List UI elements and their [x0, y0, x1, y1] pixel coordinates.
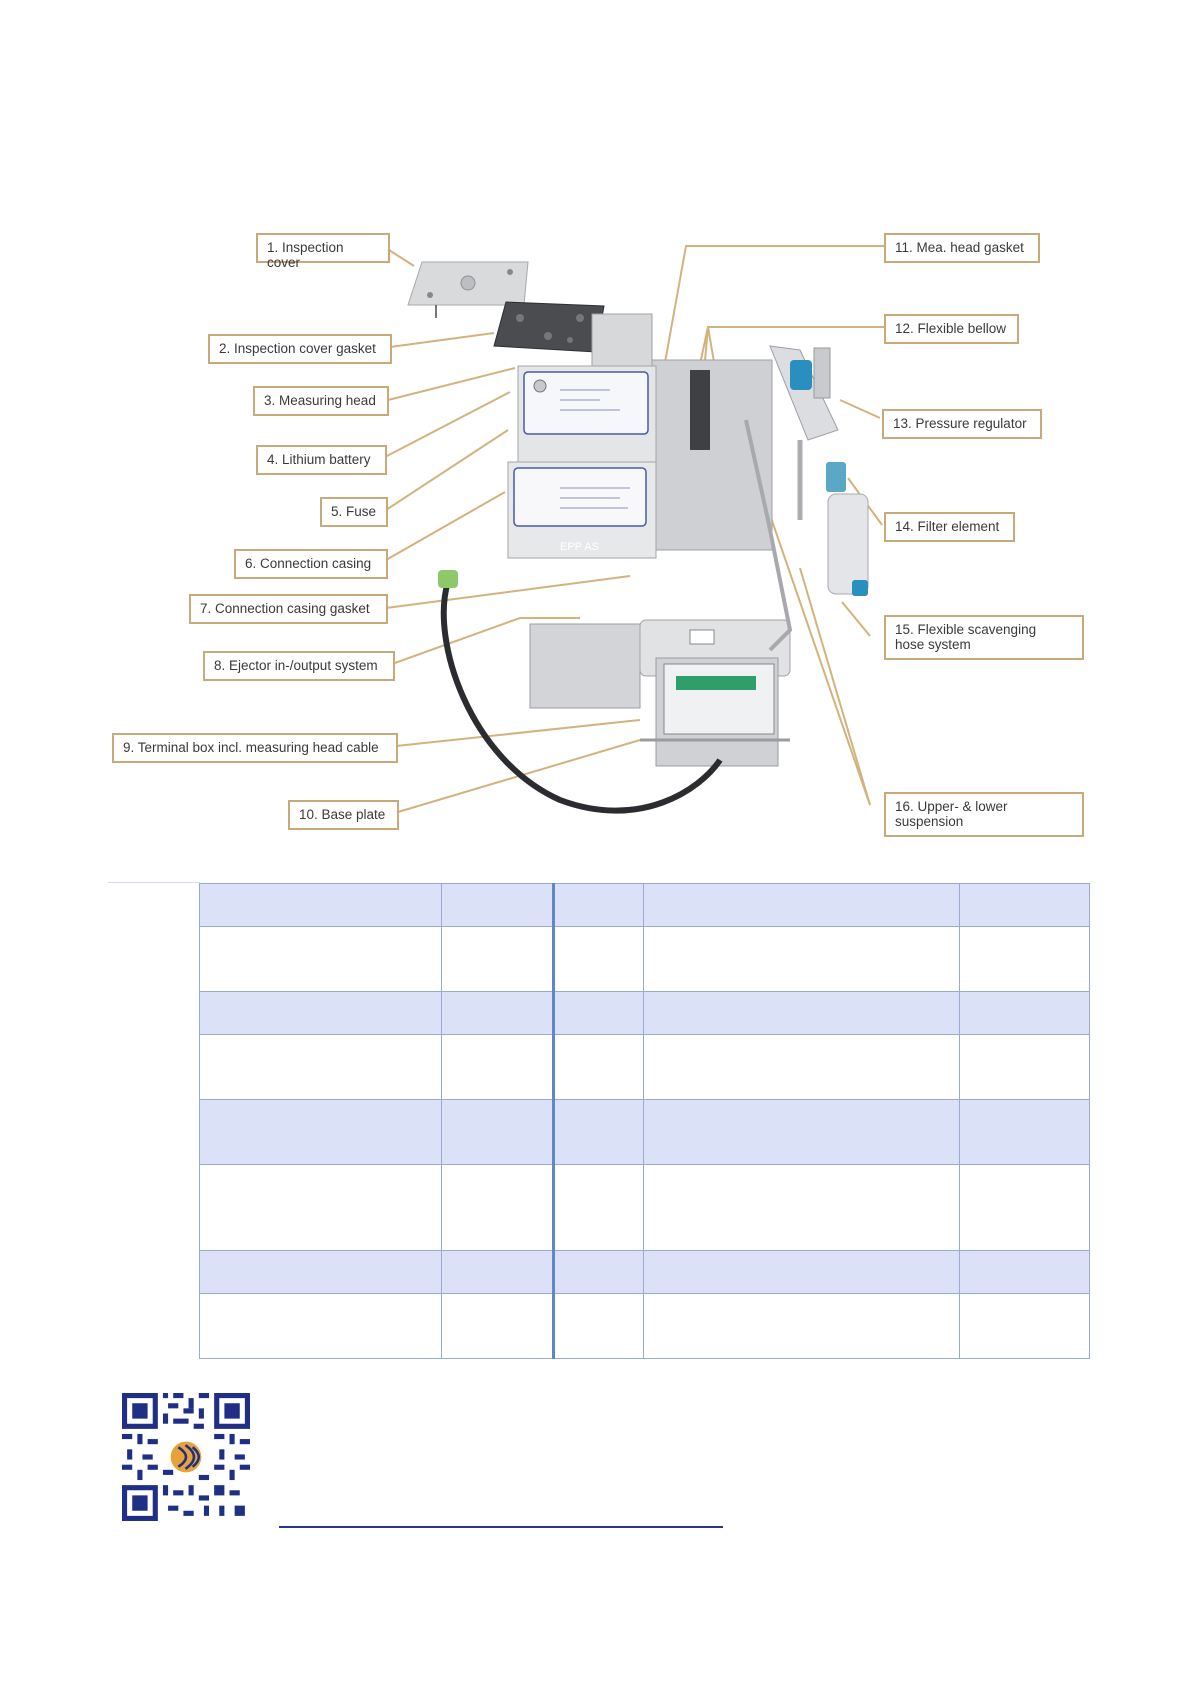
label-flexible-scavenging-hose: 15. Flexible scavenging hose system [884, 615, 1084, 660]
connection-casing-part: EPP AS [507, 461, 657, 559]
label-ejector-system: 8. Ejector in-/output system [203, 651, 395, 681]
table-row [199, 1250, 1090, 1294]
label-lithium-battery: 4. Lithium battery [256, 445, 387, 475]
gasket-part [493, 301, 605, 353]
label-pressure-regulator: 13. Pressure regulator [882, 409, 1042, 439]
label-connection-casing: 6. Connection casing [234, 549, 388, 579]
pressure-regulator-part [769, 345, 839, 520]
parts-table [199, 883, 1090, 1359]
filter-element-part [826, 462, 869, 596]
epp-mark: EPP AS [560, 541, 599, 553]
flexible-hose-part [744, 419, 793, 652]
table-row [199, 1099, 1090, 1165]
label-inspection-cover: 1. Inspection cover [256, 233, 390, 270]
exploded-parts-diagram: EPP AS 1. In [112, 233, 1084, 837]
measuring-head-part [517, 365, 657, 463]
label-mea-head-gasket: 11. Mea. head gasket [884, 233, 1040, 263]
label-filter-element: 14. Filter element [884, 512, 1015, 542]
table-row [199, 991, 1090, 1035]
table-row [199, 926, 1090, 992]
diagram-illustration: EPP AS [384, 245, 884, 814]
table-row [199, 1034, 1090, 1100]
label-flexible-bellow: 12. Flexible bellow [884, 314, 1019, 344]
label-terminal-box: 9. Terminal box incl. measuring head cab… [112, 733, 398, 763]
label-connection-casing-gasket: 7. Connection casing gasket [189, 594, 388, 624]
label-base-plate: 10. Base plate [288, 800, 399, 830]
inspection-cover-part [407, 261, 529, 318]
label-fuse: 5. Fuse [320, 497, 388, 527]
table-top-rule [108, 882, 200, 883]
label-inspection-cover-gasket: 2. Inspection cover gasket [208, 334, 392, 364]
table-row [199, 883, 1090, 927]
table-row [199, 1293, 1090, 1359]
base-plate-part [438, 570, 791, 814]
label-upper-lower-suspension: 16. Upper- & lower suspension [884, 792, 1084, 837]
qr-code-icon[interactable] [122, 1393, 250, 1521]
label-measuring-head: 3. Measuring head [253, 386, 389, 416]
table-row [199, 1164, 1090, 1251]
footer-rule [279, 1526, 723, 1528]
